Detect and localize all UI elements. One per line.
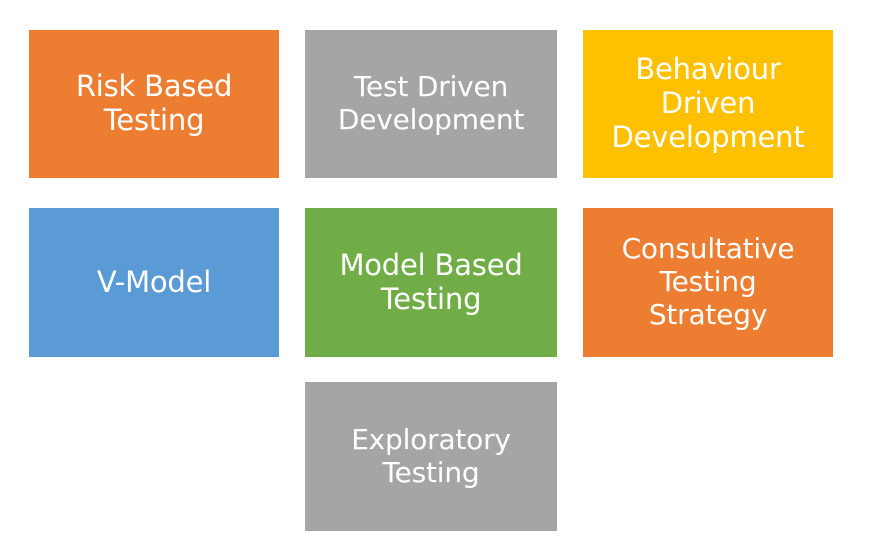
- card-behaviour-driven-development[interactable]: Behaviour Driven Development: [583, 30, 833, 178]
- card-risk-based-testing[interactable]: Risk Based Testing: [29, 30, 279, 178]
- card-model-based-testing[interactable]: Model Based Testing: [305, 208, 557, 357]
- card-label: Behaviour Driven Development: [611, 52, 805, 154]
- card-label: Risk Based Testing: [75, 69, 233, 137]
- card-exploratory-testing[interactable]: Exploratory Testing: [305, 382, 557, 531]
- card-label: Consultative Testing Strategy: [621, 232, 795, 331]
- card-consultative-testing-strategy[interactable]: Consultative Testing Strategy: [583, 208, 833, 357]
- card-label: Test Driven Development: [337, 70, 525, 136]
- card-label: Model Based Testing: [339, 247, 523, 316]
- card-label: Exploratory Testing: [351, 422, 511, 489]
- card-test-driven-development[interactable]: Test Driven Development: [305, 30, 557, 178]
- card-label: V-Model: [96, 264, 212, 299]
- card-v-model[interactable]: V-Model: [29, 208, 279, 357]
